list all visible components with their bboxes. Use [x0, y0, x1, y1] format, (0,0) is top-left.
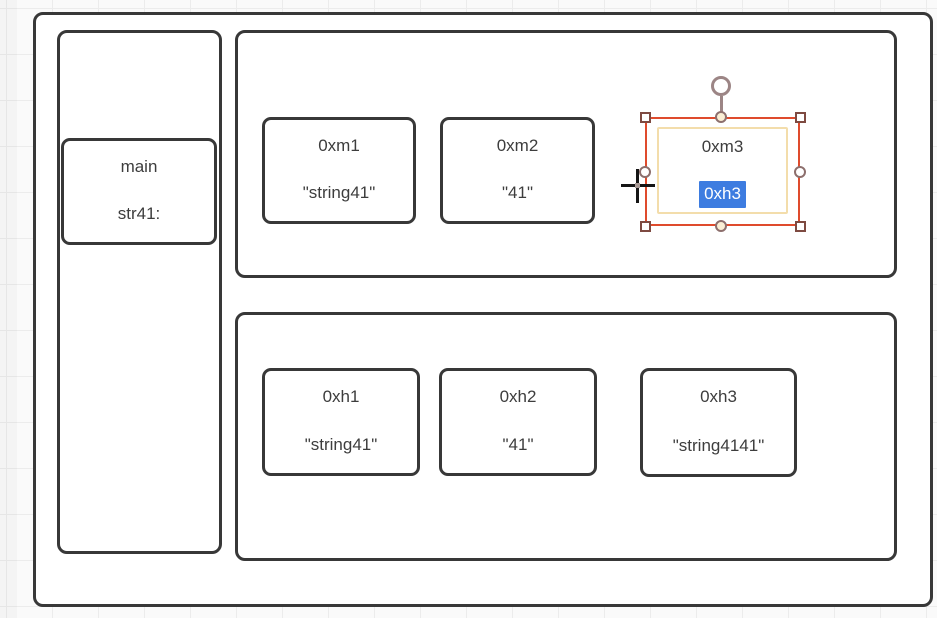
selection-handle-right[interactable] — [794, 166, 806, 178]
stack-frame-label: main — [120, 157, 158, 176]
editing-shape-outline — [657, 127, 788, 214]
selected-text-highlight[interactable]: 0xh3 — [699, 181, 746, 208]
stack-frame-box[interactable]: main str41: — [61, 138, 217, 245]
selection-handle-sw[interactable] — [640, 221, 651, 232]
selection-bounds[interactable] — [645, 117, 800, 226]
box-address-label: 0xm3 — [701, 137, 744, 156]
selection-handle-nw[interactable] — [640, 112, 651, 123]
memory-box-0xm2[interactable]: 0xm2 "41" — [440, 117, 595, 224]
crosshair-cursor-center — [635, 183, 640, 188]
selection-handle-bottom[interactable] — [715, 220, 727, 232]
rotation-handle-stem — [720, 96, 723, 118]
memory-box-0xh1[interactable]: 0xh1 "string41" — [262, 368, 420, 476]
box-value-label: "string41" — [302, 183, 376, 202]
box-value-label: "string4141" — [672, 436, 765, 455]
selection-handle-ne[interactable] — [795, 112, 806, 123]
memory-box-0xh2[interactable]: 0xh2 "41" — [439, 368, 597, 476]
box-address-label: 0xh2 — [499, 387, 537, 406]
box-value-label: "41" — [502, 435, 534, 454]
bottom-container-shape[interactable] — [235, 312, 897, 561]
box-address-label: 0xm2 — [496, 136, 539, 155]
box-value-label: "string41" — [304, 435, 378, 454]
canvas-left-margin — [0, 0, 17, 618]
box-address-label: 0xm1 — [318, 136, 360, 155]
selection-handle-se[interactable] — [795, 221, 806, 232]
stack-variable-label: str41: — [117, 204, 161, 223]
selection-handle-top[interactable] — [715, 111, 727, 123]
box-address-label: 0xh3 — [700, 387, 737, 406]
box-address-label: 0xh1 — [322, 387, 360, 406]
outer-frame-shape[interactable] — [33, 12, 933, 607]
rotation-handle[interactable] — [711, 76, 731, 96]
memory-box-0xh3[interactable]: 0xh3 "string4141" — [640, 368, 797, 477]
selection-handle-left[interactable] — [639, 166, 651, 178]
memory-box-0xm1[interactable]: 0xm1 "string41" — [262, 117, 416, 224]
box-value-label: "41" — [502, 183, 533, 202]
box-value-editing[interactable]: 0xh3 — [645, 181, 800, 208]
stack-column-shape[interactable] — [57, 30, 222, 554]
top-container-shape[interactable] — [235, 30, 897, 278]
